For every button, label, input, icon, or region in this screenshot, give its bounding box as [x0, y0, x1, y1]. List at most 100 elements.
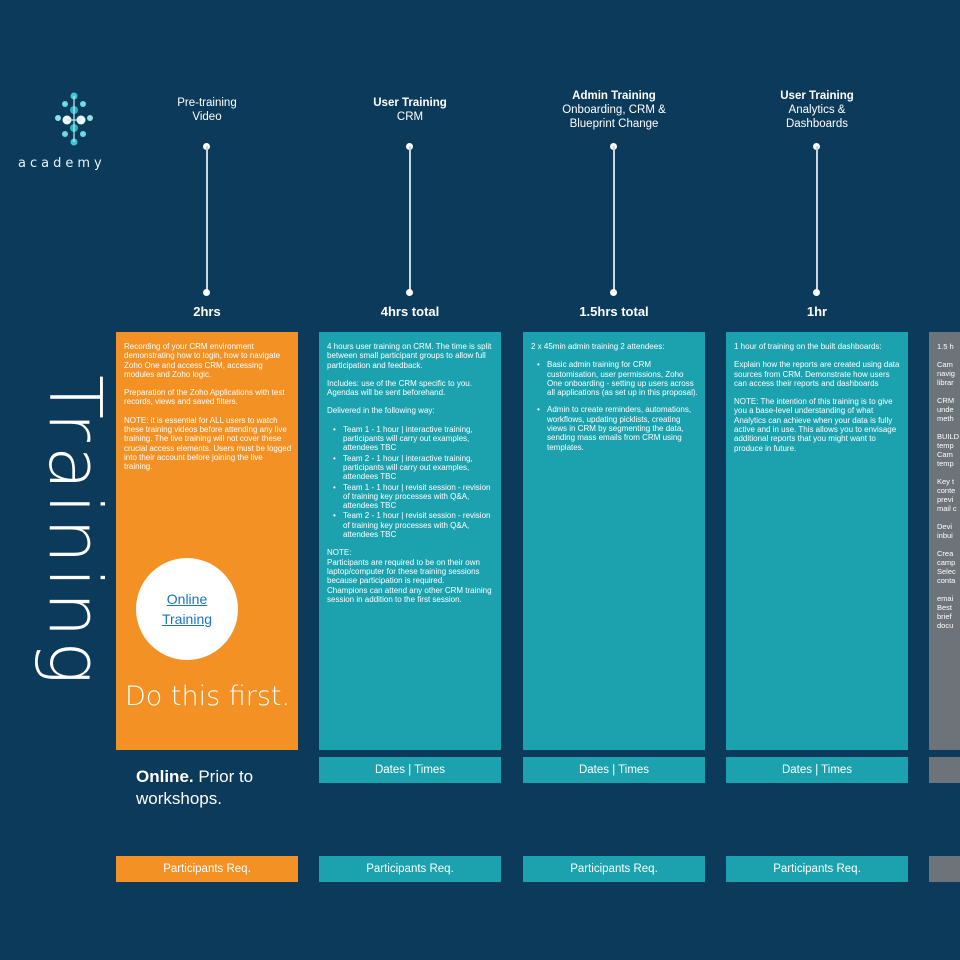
list-item: Team 2 - 1 hour | revisit session - revi… [327, 511, 495, 539]
participants-button[interactable]: Participants Req. [319, 856, 501, 882]
timeline-dot [406, 289, 413, 296]
note-body: Champions can attend any other CRM train… [327, 585, 492, 604]
card-line: BUILD [937, 432, 960, 441]
duration-label: 2hrs [193, 304, 221, 319]
note-heading: NOTE: [327, 548, 352, 558]
online-note-text: Prior to workshops. [136, 767, 254, 808]
column-pre-training: Pre-training Video 2hrs Recording of you… [116, 0, 298, 960]
admin-topic-list: Basic admin training for CRM customisati… [531, 360, 699, 452]
timeline-dot [813, 289, 820, 296]
note-body: Participants are required to be on their… [327, 557, 480, 586]
card-paragraph: 2 x 45min admin training 2 attendees: [531, 342, 665, 351]
heading-bold: User Training [780, 90, 854, 102]
dates-times-button[interactable]: Dates | Times [319, 757, 501, 783]
timeline-dot [203, 289, 210, 296]
heading-line: Onboarding, CRM & [562, 104, 666, 116]
card-line: mail c [937, 504, 957, 513]
card-line: meth [937, 414, 954, 423]
dates-times-button[interactable]: Dates | Times [726, 757, 908, 783]
card-line: docu [937, 621, 954, 630]
card-paragraph: Explain how the reports are created usin… [734, 360, 900, 388]
list-item: Team 2 - 1 hour | interactive training, … [327, 454, 495, 482]
participants-button[interactable]: Participants Req. [726, 856, 908, 882]
heading-line: Pre-training [177, 97, 237, 109]
card-line: Selec [937, 567, 956, 576]
card-paragraph: NOTE: The intention of this training is … [734, 397, 897, 453]
list-item: Team 1 - 1 hour | revisit session - revi… [327, 483, 495, 511]
duration-label: 1.5hrs total [579, 304, 649, 319]
card-line: conta [937, 576, 956, 585]
card-line: Devi [937, 522, 953, 531]
participants-button[interactable] [929, 856, 960, 882]
participants-button[interactable]: Participants Req. [116, 856, 298, 882]
column-heading: Pre-training Video [116, 96, 298, 124]
participants-button[interactable]: Participants Req. [523, 856, 705, 882]
duration-label: 4hrs total [380, 304, 440, 319]
card-line: CRM [937, 396, 955, 405]
card-line: inbui [937, 531, 953, 540]
card-line: temp [937, 459, 954, 468]
list-item: Basic admin training for CRM customisati… [531, 360, 699, 397]
column-partial: 1.5 h Cam navig librar CRM unde meth BUI… [929, 0, 960, 960]
column-heading: Admin Training Onboarding, CRM & Bluepri… [523, 89, 705, 131]
card-line: librar [937, 378, 954, 387]
card-line: Crea [937, 549, 954, 558]
dates-times-button[interactable] [929, 757, 960, 783]
online-note: Online. Prior to workshops. [136, 766, 296, 810]
timeline-dot [610, 289, 617, 296]
training-card: 1 hour of training on the built dashboar… [726, 332, 908, 750]
timeline-line [409, 146, 411, 292]
column-analytics-training: User Training Analytics & Dashboards 1hr… [726, 0, 908, 960]
card-paragraph: Preparation of the Zoho Applications wit… [124, 388, 285, 407]
column-heading: User Training CRM [319, 96, 501, 124]
card-line: unde [937, 405, 954, 414]
dates-times-button[interactable]: Dates | Times [523, 757, 705, 783]
page-title: Training [33, 375, 117, 689]
card-line: camp [937, 558, 956, 567]
online-note-bold: Online. [136, 767, 194, 786]
training-card: Recording of your CRM environment demons… [116, 332, 298, 750]
training-card: 1.5 h Cam navig librar CRM unde meth BUI… [929, 332, 960, 750]
training-card: 4 hours user training on CRM. The time i… [319, 332, 501, 750]
list-item: Admin to create reminders, automations, … [531, 405, 699, 451]
card-line: Best [937, 603, 953, 612]
card-line: Cam [937, 360, 953, 369]
list-item: Team 1 - 1 hour | interactive training, … [327, 425, 495, 453]
column-admin-training: Admin Training Onboarding, CRM & Bluepri… [523, 0, 705, 960]
heading-bold: User Training [373, 97, 447, 109]
card-line: conte [937, 486, 956, 495]
online-training-link[interactable]: Online Training [136, 558, 238, 660]
duration-label: 1hr [806, 304, 828, 319]
card-paragraph: Includes: use of the CRM specific to you… [327, 378, 472, 398]
card-paragraph: Recording of your CRM environment demons… [124, 342, 281, 379]
card-line: previ [937, 495, 954, 504]
heading-line: Analytics & [788, 104, 846, 116]
column-user-training-crm: User Training CRM 4hrs total 4 hours use… [319, 0, 501, 960]
do-this-first-label: Do this first. [125, 681, 291, 712]
card-paragraph: 1 hour of training on the built dashboar… [734, 342, 882, 351]
session-list: Team 1 - 1 hour | interactive training, … [327, 425, 495, 540]
heading-line: Dashboards [785, 118, 848, 130]
card-paragraph: Delivered in the following way: [327, 406, 435, 416]
heading-line: CRM [396, 111, 424, 123]
molecule-logo-icon [55, 92, 93, 146]
card-line: Key t [937, 477, 955, 486]
card-paragraph: NOTE: it is essential for ALL users to w… [124, 415, 292, 472]
heading-line: Video [192, 111, 222, 123]
card-line: temp [937, 441, 954, 450]
timeline-line [206, 146, 208, 292]
card-paragraph: 4 hours user training on CRM. The time i… [327, 342, 492, 370]
heading-line: Blueprint Change [569, 118, 659, 130]
card-line: brief [937, 612, 952, 621]
heading-bold: Admin Training [572, 90, 656, 102]
column-heading: User Training Analytics & Dashboards [726, 89, 908, 131]
card-line: emai [937, 594, 954, 603]
timeline-line [613, 146, 615, 292]
timeline-line [816, 146, 818, 292]
link-line[interactable]: Online [166, 591, 208, 607]
academy-logo: academy [18, 90, 128, 180]
link-line[interactable]: Training [161, 611, 213, 627]
card-line: Cam [937, 450, 953, 459]
card-line: 1.5 h [937, 342, 954, 351]
card-line: navig [937, 369, 955, 378]
